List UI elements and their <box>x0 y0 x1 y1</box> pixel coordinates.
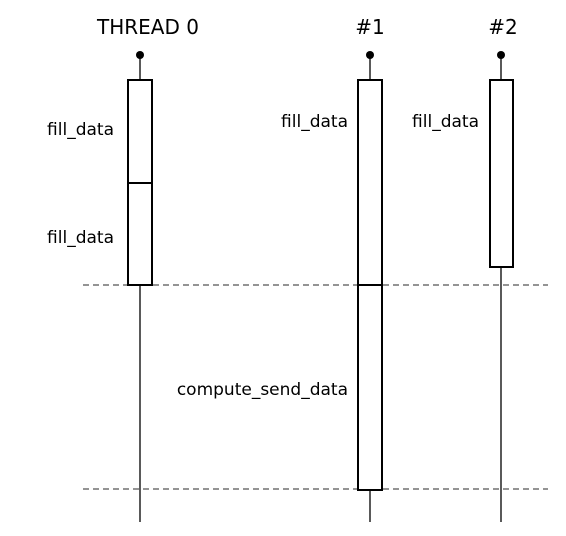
thread-0-lane: THREAD 0 fill_data fill_data <box>47 15 199 522</box>
thread-2-task-box <box>489 79 514 268</box>
thread-1-task-2-label: compute_send_data <box>177 380 348 400</box>
thread-0-task-2-label: fill_data <box>47 228 114 248</box>
thread-2-lane: #2 fill_data <box>412 15 518 522</box>
thread-2-task-1-label: fill_data <box>412 112 479 132</box>
thread-0-task-1-label: fill_data <box>47 120 114 140</box>
thread-1-lane: #1 fill_data compute_send_data <box>177 15 385 522</box>
thread-0-label: THREAD 0 <box>96 15 199 39</box>
thread-1-label: #1 <box>355 15 384 39</box>
thread-2-label: #2 <box>488 15 517 39</box>
thread-1-task-1-label: fill_data <box>281 112 348 132</box>
